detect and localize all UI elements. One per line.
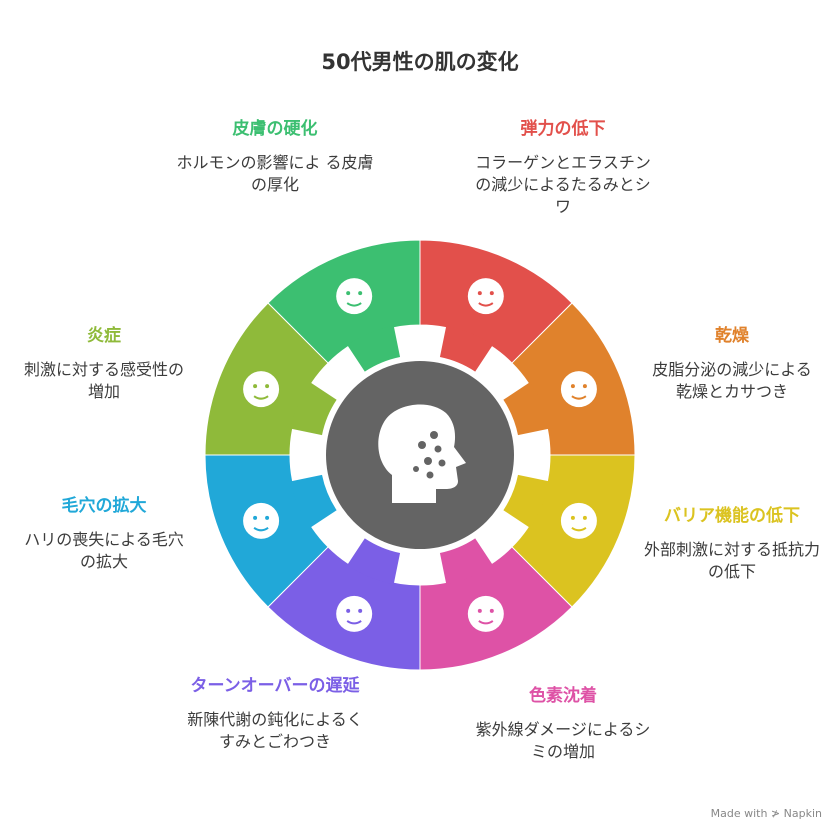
segment-tab-2 <box>439 325 493 372</box>
segment-label-8: 炎症刺激に対する感受性の増加 <box>19 325 189 403</box>
segment-title: 炎症 <box>87 326 121 346</box>
segment-tab-6 <box>347 538 401 585</box>
segment-title: 弾力の低下 <box>520 119 606 139</box>
napkin-credit: Made with ≯ Napkin <box>710 807 822 820</box>
segment-description: ハリの喪失による毛穴の拡大 <box>24 530 184 571</box>
segment-label-7: 毛穴の拡大ハリの喪失による毛穴の拡大 <box>19 495 189 573</box>
segment-description: 刺激に対する感受性の増加 <box>23 360 184 401</box>
segment-description: 新陳代謝の鈍化によるくすみとごわつき <box>187 710 363 751</box>
sheet-mask-icon <box>243 502 280 539</box>
face-with-spots-icon <box>378 404 466 503</box>
segment-title: ターンオーバーの遅延 <box>190 676 360 696</box>
dry-face-icon <box>560 371 597 408</box>
sagging-face-icon <box>467 278 504 315</box>
segment-label-4: バリア機能の低下外部刺激に対する抵抗力の低下 <box>642 505 822 583</box>
segment-title: バリア機能の低下 <box>664 506 800 526</box>
segment-title: 毛穴の拡大 <box>61 496 147 516</box>
segment-description: ホルモンの影響によ る皮膚の厚化 <box>176 153 374 194</box>
segment-description: 外部刺激に対する抵抗力の低下 <box>643 540 820 581</box>
bumpy-face-icon <box>336 278 373 315</box>
segment-tab-4 <box>503 474 550 528</box>
segment-description: 皮脂分泌の減少による乾燥とカサつき <box>652 360 812 401</box>
segment-description: コラーゲンとエラスチンの減少によるたるみとシワ <box>475 153 651 216</box>
segment-tab-5 <box>439 538 493 585</box>
segment-tab-1 <box>347 325 401 372</box>
segment-label-2: 弾力の低下コラーゲンとエラスチンの減少によるたるみとシワ <box>473 118 653 218</box>
diagram-title: 50代男性の肌の変化 <box>321 50 519 74</box>
segment-label-6: ターンオーバーの遅延新陳代謝の鈍化によるくすみとごわつき <box>185 675 365 753</box>
segment-title: 乾燥 <box>715 326 749 346</box>
segment-label-1: 皮膚の硬化ホルモンの影響によ る皮膚の厚化 <box>175 118 375 196</box>
segment-label-5: 色素沈着紫外線ダメージによるシミの増加 <box>473 685 653 763</box>
segment-description: 紫外線ダメージによるシミの増加 <box>475 720 651 761</box>
segment-title: 色素沈着 <box>529 686 597 706</box>
leaf-face-icon <box>336 595 373 632</box>
segment-tab-3 <box>503 382 550 436</box>
segment-label-3: 乾燥皮脂分泌の減少による乾燥とカサつき <box>647 325 817 403</box>
masked-face-icon <box>560 502 597 539</box>
segment-tab-7 <box>290 474 337 528</box>
irritated-face-icon <box>243 371 280 408</box>
segment-title: 皮膚の硬化 <box>232 119 318 139</box>
segment-tab-8 <box>290 382 337 436</box>
spotted-face-icon <box>467 595 504 632</box>
